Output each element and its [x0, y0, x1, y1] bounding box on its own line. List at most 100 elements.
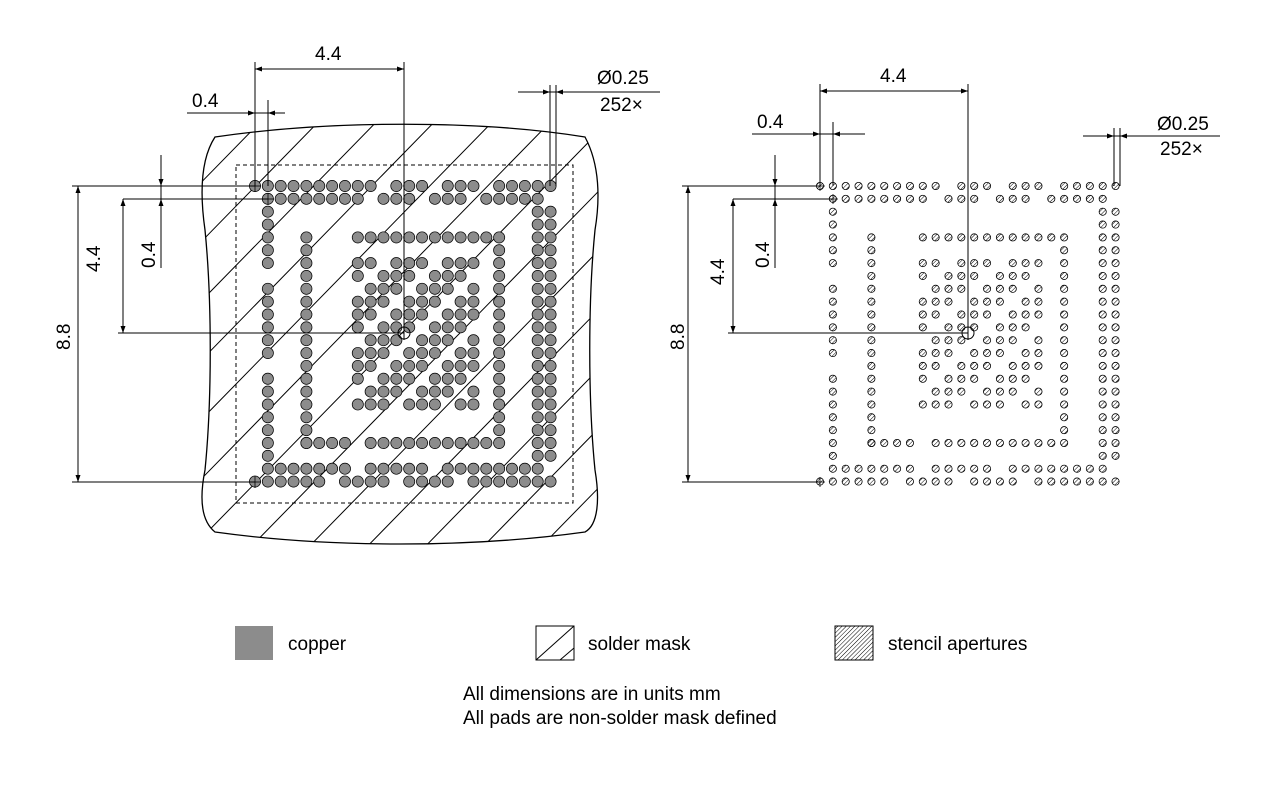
copper-pad [441, 180, 454, 192]
stencil-aperture [944, 323, 953, 332]
copper-pad [416, 398, 428, 411]
copper-pad [544, 205, 557, 218]
stencil-aperture [867, 349, 876, 358]
stencil-aperture [828, 207, 837, 216]
stencil-aperture [983, 181, 992, 190]
copper-pad [351, 321, 364, 334]
copper-pad [454, 308, 467, 321]
stencil-aperture [1047, 438, 1056, 447]
copper-pad [454, 321, 467, 334]
stencil-aperture [1085, 181, 1094, 190]
stencil-aperture [1085, 464, 1094, 473]
copper-pad [454, 372, 467, 385]
stencil-aperture [1008, 194, 1017, 203]
copper-pad [506, 192, 518, 205]
stencil-aperture [1060, 310, 1069, 319]
copper-pad [377, 475, 390, 488]
stencil-aperture [867, 246, 876, 255]
stencil-aperture [828, 297, 837, 306]
stencil-aperture [918, 400, 927, 409]
stencil-aperture [841, 477, 850, 486]
stencil-aperture [995, 374, 1004, 383]
stencil-aperture [905, 477, 914, 486]
stencil-aperture [1047, 233, 1056, 242]
left-dim-vertical-pitch: 0.4 [139, 241, 160, 268]
copper-pad [428, 192, 441, 205]
stencil-aperture [880, 194, 889, 203]
copper-pad [351, 231, 364, 244]
stencil-aperture [1021, 374, 1030, 383]
legend-copper-label: copper [288, 634, 347, 655]
arrowhead [75, 475, 81, 482]
copper-pad [377, 398, 390, 411]
stencil-aperture [1098, 451, 1107, 460]
right-dim-diameter: Ø0.25 [1157, 114, 1209, 135]
copper-pad [531, 231, 544, 244]
stencil-aperture [867, 271, 876, 280]
copper-pad [300, 257, 313, 270]
copper-pad [377, 372, 390, 385]
stencil-aperture [957, 181, 966, 190]
copper-pad [261, 385, 274, 398]
stencil-aperture [931, 284, 940, 293]
copper-pad [364, 437, 377, 449]
copper-pad [364, 231, 377, 244]
copper-pad [300, 295, 313, 308]
stencil-aperture [841, 464, 850, 473]
copper-pad [428, 372, 441, 385]
crosshair-icon [397, 326, 411, 340]
copper-pad [544, 334, 557, 347]
copper-pad [364, 398, 377, 411]
stencil-aperture [995, 271, 1004, 280]
stencil-aperture [854, 181, 863, 190]
stencil-aperture [828, 246, 837, 255]
stencil-aperture [983, 233, 992, 242]
stencil-aperture [944, 349, 953, 358]
copper-pad [351, 347, 364, 359]
copper-pad [390, 192, 403, 205]
arrowhead [833, 131, 840, 137]
hatch-line [202, 124, 505, 544]
copper-pad [531, 205, 544, 218]
stencil-aperture [1034, 297, 1043, 306]
copper-pad [377, 231, 390, 244]
arrowhead [120, 199, 126, 206]
copper-pad [261, 347, 274, 359]
stencil-aperture [1021, 271, 1030, 280]
copper-pad [441, 334, 454, 347]
copper-pad [531, 385, 544, 398]
stencil-aperture [995, 194, 1004, 203]
stencil-aperture [1060, 271, 1069, 280]
copper-pad [261, 282, 274, 295]
copper-pad [300, 244, 313, 257]
copper-pad [261, 321, 274, 334]
stencil-aperture [918, 477, 927, 486]
stencil-aperture [983, 310, 992, 319]
stencil-aperture [841, 194, 850, 203]
copper-pad [377, 385, 390, 398]
copper-pad [351, 475, 364, 488]
copper-pad [518, 180, 531, 192]
copper-pad [351, 359, 364, 372]
stencil-aperture [1111, 181, 1120, 190]
stencil-aperture [1098, 310, 1107, 319]
stencil-aperture [1021, 297, 1030, 306]
stencil-aperture [905, 438, 914, 447]
stencil-aperture [828, 336, 837, 345]
stencil-aperture [867, 374, 876, 383]
copper-pad [364, 282, 377, 295]
copper-pad [518, 192, 531, 205]
copper-pad [403, 231, 416, 244]
stencil-aperture [918, 259, 927, 268]
stencil-aperture [828, 284, 837, 293]
copper-pad [339, 475, 351, 488]
hatch-line [469, 124, 598, 544]
stencil-aperture [1060, 194, 1069, 203]
copper-pad [364, 347, 377, 359]
copper-pad [480, 475, 493, 488]
copper-pad [544, 411, 557, 424]
crosshair-icon [961, 326, 975, 340]
stencil-aperture [995, 387, 1004, 396]
stencil-aperture [1098, 413, 1107, 422]
stencil-aperture [1047, 477, 1056, 486]
